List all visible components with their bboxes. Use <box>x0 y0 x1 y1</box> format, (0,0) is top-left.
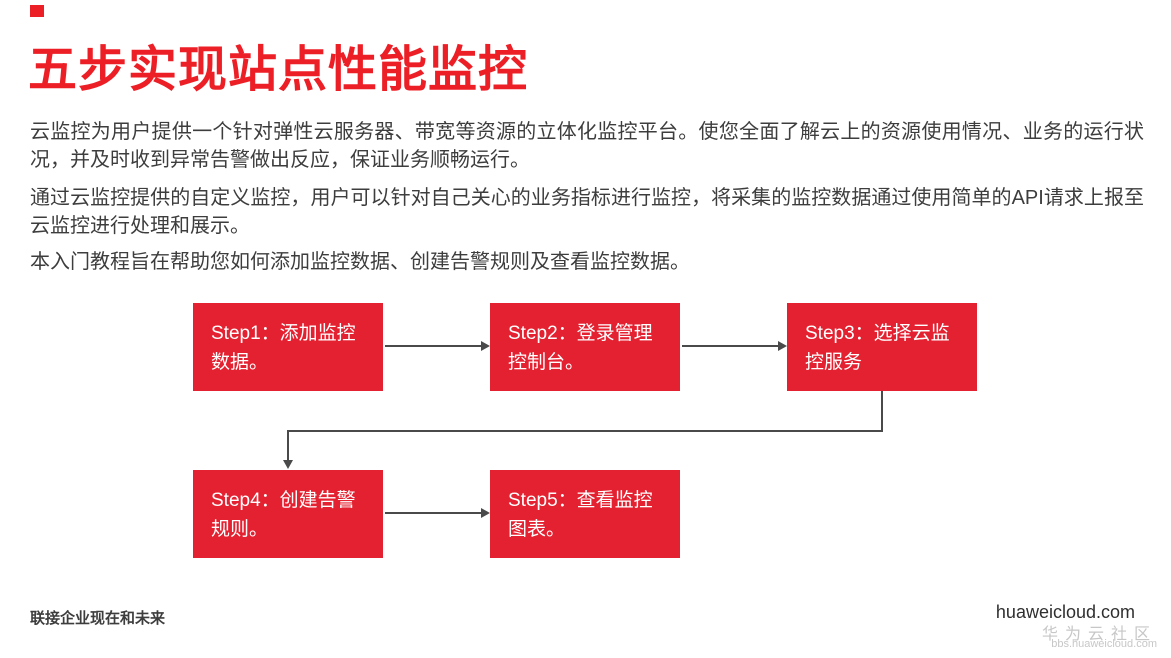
flow-step-4-box: Step4：创建告警规则。 <box>193 470 383 558</box>
flow-step-1-box: Step1：添加监控数据。 <box>193 303 383 391</box>
flow-step-5-label: Step5：查看监控图表。 <box>508 490 653 540</box>
connector-step4-down-segment <box>287 432 289 460</box>
flow-step-4-label: Step4：创建告警规则。 <box>211 490 356 540</box>
footer-tagline: 联接企业现在和未来 <box>30 607 165 628</box>
intro-paragraph-1: 云监控为用户提供一个针对弹性云服务器、带宽等资源的立体化监控平台。使您全面了解云… <box>30 118 1144 174</box>
arrow-step2-to-step3 <box>682 345 778 347</box>
page-title: 五步实现站点性能监控 <box>28 30 528 101</box>
intro-paragraph-2: 通过云监控提供的自定义监控，用户可以针对自己关心的业务指标进行监控，将采集的监控… <box>30 184 1144 240</box>
intro-paragraph-3: 本入门教程旨在帮助您如何添加监控数据、创建告警规则及查看监控数据。 <box>30 248 1144 276</box>
flow-step-2-label: Step2：登录管理控制台。 <box>508 323 653 373</box>
flow-step-3-box: Step3：选择云监控服务 <box>787 303 977 391</box>
arrow-step4-to-step5 <box>385 512 481 514</box>
flow-step-1-label: Step1：添加监控数据。 <box>211 323 356 373</box>
flow-step-5-box: Step5：查看监控图表。 <box>490 470 680 558</box>
connector-horizontal-segment <box>287 430 883 432</box>
corner-accent-square <box>30 5 44 17</box>
connector-step3-down-segment <box>881 391 883 432</box>
arrowhead-into-step4 <box>283 460 293 469</box>
flow-step-2-box: Step2：登录管理控制台。 <box>490 303 680 391</box>
flow-step-3-label: Step3：选择云监控服务 <box>805 323 950 373</box>
watermark-community-url: bbs.huaweicloud.com <box>1051 638 1157 650</box>
arrow-step1-to-step2 <box>385 345 481 347</box>
